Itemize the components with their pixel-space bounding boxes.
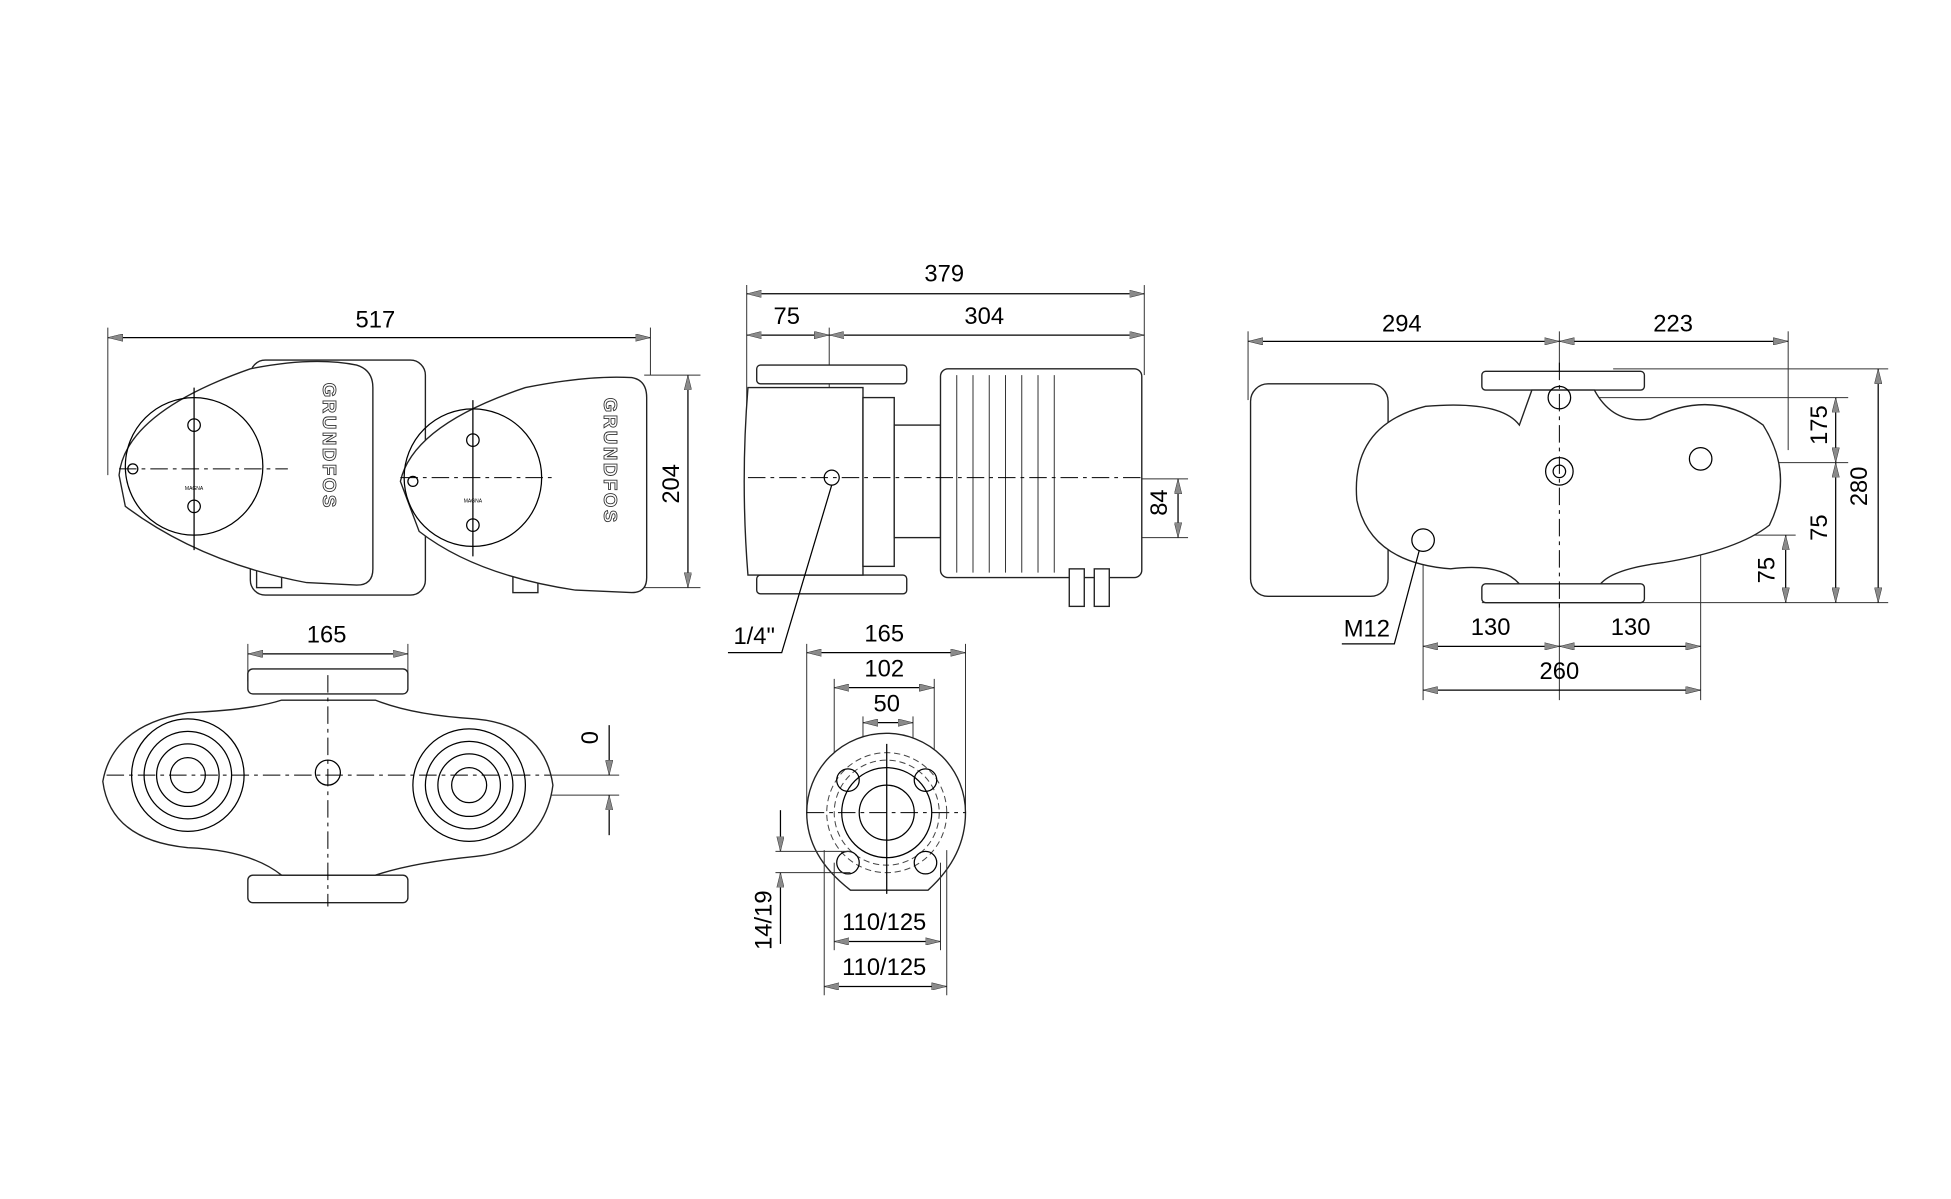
total-height-label: 280 bbox=[1846, 467, 1873, 507]
center-plug bbox=[1544, 456, 1574, 486]
drain-plug bbox=[1688, 446, 1713, 471]
rear-view: 294 223 280 175 75 75 130 130 260 bbox=[1247, 310, 1889, 701]
vent-screw bbox=[1547, 385, 1572, 410]
twin-pump-body bbox=[102, 699, 554, 876]
left-spacing-label: 130 bbox=[1471, 614, 1511, 641]
model-mark: MAGNA bbox=[185, 486, 204, 492]
hole-diameter-label: 14/19 bbox=[751, 890, 778, 949]
flange-offset-label: 75 bbox=[773, 303, 799, 330]
mode-button-icon bbox=[466, 518, 480, 532]
length-dimension-label: 379 bbox=[924, 260, 964, 287]
shaft-housing bbox=[893, 424, 942, 539]
offset-label: 0 bbox=[577, 731, 604, 744]
bolt-size-label: M12 bbox=[1344, 615, 1390, 642]
brand-logo: GRUNDFOS bbox=[319, 383, 340, 510]
left-control-box bbox=[118, 360, 374, 586]
twin-pump-housing bbox=[1355, 389, 1782, 585]
cooling-fins bbox=[956, 375, 1055, 573]
upper-flange bbox=[756, 364, 908, 385]
bolt-hole bbox=[913, 850, 938, 875]
base-height-label: 75 bbox=[1753, 557, 1780, 583]
front-view: 517 204 MAGNA GRUNDFOS MAGNA GRUNDFOS bbox=[107, 307, 701, 596]
width-dimension-label: 517 bbox=[356, 307, 396, 334]
brand-logo: GRUNDFOS bbox=[600, 398, 621, 525]
right-motor-flange bbox=[412, 728, 527, 843]
mid-height-label: 75 bbox=[1806, 514, 1833, 540]
bolt-leader-line bbox=[1341, 549, 1420, 645]
motor-length-label: 304 bbox=[964, 303, 1004, 330]
top-view: 165 0 bbox=[102, 622, 620, 907]
bolt-hole bbox=[836, 768, 860, 793]
model-mark: MAGNA bbox=[464, 499, 483, 505]
power-button-icon bbox=[466, 433, 480, 447]
left-width-label: 294 bbox=[1382, 310, 1422, 337]
bolt-circle-inner-label: 110/125 bbox=[842, 909, 926, 936]
outer-diameter-label: 165 bbox=[864, 620, 904, 647]
bore-label: 50 bbox=[874, 690, 900, 717]
lower-flange bbox=[1481, 583, 1646, 604]
right-width-label: 223 bbox=[1653, 310, 1693, 337]
flange-width-label: 165 bbox=[307, 622, 347, 649]
height-dimension-label: 204 bbox=[658, 464, 685, 504]
port-thread-label: 1/4" bbox=[733, 623, 774, 650]
pump-body bbox=[743, 386, 864, 576]
mode-button-icon bbox=[187, 499, 201, 514]
upper-height-label: 175 bbox=[1806, 405, 1833, 445]
inner-diameter-label: 102 bbox=[864, 655, 904, 682]
side-view: 379 75 304 84 1/4" bbox=[727, 260, 1189, 654]
shaft-height-label: 84 bbox=[1146, 489, 1173, 515]
flange-view: 165 102 50 14/19 110/125 110/125 bbox=[751, 620, 967, 996]
cable-gland bbox=[1068, 568, 1085, 608]
bolt-hole bbox=[913, 768, 938, 793]
bolt-circle-outer-label: 110/125 bbox=[842, 954, 926, 981]
motor bbox=[939, 368, 1143, 579]
cable-gland bbox=[1093, 568, 1110, 608]
bolt-spacing-label: 260 bbox=[1540, 658, 1580, 685]
port-leader-line bbox=[727, 484, 833, 654]
power-button-icon bbox=[187, 418, 201, 432]
m12-bolt-hole bbox=[1411, 528, 1435, 552]
pump-head bbox=[862, 396, 895, 568]
right-spacing-label: 130 bbox=[1611, 614, 1651, 641]
lower-flange bbox=[756, 574, 908, 595]
